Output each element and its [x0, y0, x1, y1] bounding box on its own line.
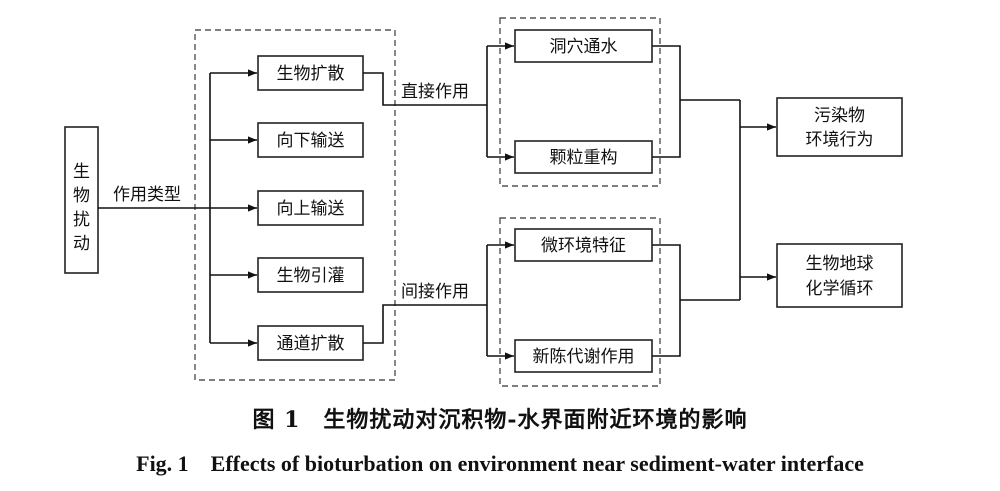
- type-box-3: [257, 190, 364, 226]
- direct-effect-box-2: [514, 140, 653, 174]
- outcome-2-line-1: 生物地球: [806, 254, 874, 274]
- indirect-effects-frame: [499, 217, 661, 387]
- direct-effect-label-1: 洞穴通水: [550, 37, 618, 57]
- direct-label: 直接作用: [401, 82, 469, 102]
- outcome-box-2: [776, 243, 903, 308]
- direct-branch-line: [363, 72, 487, 106]
- direct-effect-label-2: 颗粒重构: [550, 148, 618, 168]
- type-label-4: 生物引灌: [277, 266, 345, 286]
- outcome-2-line-2: 化学循环: [806, 279, 874, 299]
- indirect-effect-label-2: 新陈代谢作用: [533, 347, 635, 367]
- figure-caption-cn: 图 1 生物扰动对沉积物-水界面附近环境的影响: [252, 407, 748, 433]
- direct-effects-frame: [499, 17, 661, 187]
- type-box-5: [257, 325, 364, 361]
- type-label-2: 向下输送: [277, 131, 345, 151]
- direct-merge-line: [652, 45, 681, 158]
- root-char-2: 物: [73, 186, 90, 206]
- types-group-frame: [194, 29, 396, 381]
- type-box-4: [257, 257, 364, 293]
- root-connector-label: 作用类型: [113, 185, 181, 205]
- type-label-3: 向上输送: [277, 199, 345, 219]
- indirect-label: 间接作用: [401, 282, 469, 302]
- indirect-effect-box-1: [514, 228, 653, 262]
- root-char-1: 生: [73, 162, 90, 182]
- indirect-branch-line: [363, 304, 487, 344]
- root-char-3: 扰: [73, 210, 90, 230]
- flow-diagram: 生 物 扰 动 作用类型 生物扩散 向下输送 向上输送 生物引灌 通道扩散 直接…: [64, 17, 903, 387]
- type-label-5: 通道扩散: [277, 334, 345, 354]
- type-label-1: 生物扩散: [277, 64, 345, 84]
- outcome-1-line-2: 环境行为: [806, 130, 874, 150]
- indirect-effect-label-1: 微环境特征: [541, 236, 626, 256]
- indirect-merge-line: [652, 244, 681, 357]
- type-box-2: [257, 122, 364, 158]
- outcome-1-line-1: 污染物: [814, 106, 865, 126]
- root-box: [64, 126, 99, 274]
- indirect-effect-box-2: [514, 339, 653, 373]
- root-char-4: 动: [73, 234, 90, 254]
- outcome-box-1: [776, 97, 903, 157]
- figure-caption-en: Fig. 1 Effects of bioturbation on enviro…: [136, 451, 864, 476]
